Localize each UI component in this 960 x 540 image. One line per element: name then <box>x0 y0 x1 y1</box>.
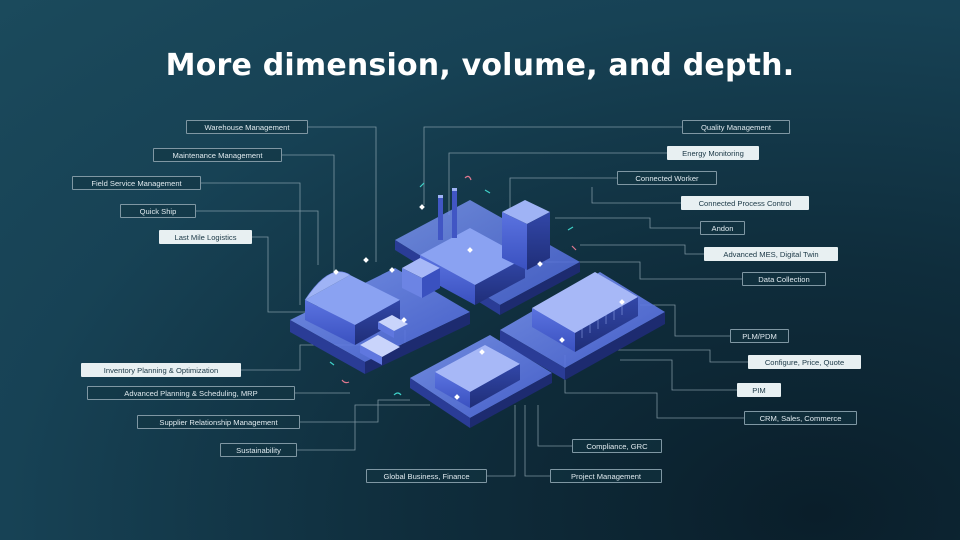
label-pim: PIM <box>737 383 781 397</box>
label-sustainability: Sustainability <box>220 443 297 457</box>
node-markers <box>333 204 625 400</box>
label-advanced-planning: Advanced Planning & Scheduling, MRP <box>87 386 295 400</box>
label-quick-ship: Quick Ship <box>120 204 196 218</box>
label-compliance: Compliance, GRC <box>572 439 662 453</box>
page-title: More dimension, volume, and depth. <box>165 48 795 83</box>
label-energy-monitoring: Energy Monitoring <box>667 146 759 160</box>
decorative-sparkles <box>329 175 577 396</box>
connector-lines <box>196 126 748 477</box>
label-global-business: Global Business, Finance <box>366 469 487 483</box>
buildings <box>304 188 638 408</box>
label-project-management: Project Management <box>550 469 662 483</box>
label-supplier-relationship: Supplier Relationship Management <box>137 415 300 429</box>
label-andon: Andon <box>700 221 745 235</box>
label-plm-pdm: PLM/PDM <box>730 329 789 343</box>
label-quality-management: Quality Management <box>682 120 790 134</box>
label-advanced-mes: Advanced MES, Digital Twin <box>704 247 838 261</box>
label-field-service-management: Field Service Management <box>72 176 201 190</box>
label-inventory-planning: Inventory Planning & Optimization <box>81 363 241 377</box>
label-connected-worker: Connected Worker <box>617 171 717 185</box>
label-connected-process-control: Connected Process Control <box>681 196 809 210</box>
label-data-collection: Data Collection <box>742 272 826 286</box>
label-configure-price-quote: Configure, Price, Quote <box>748 355 861 369</box>
label-crm-sales: CRM, Sales, Commerce <box>744 411 857 425</box>
label-warehouse-management: Warehouse Management <box>186 120 308 134</box>
label-maintenance-management: Maintenance Management <box>153 148 282 162</box>
label-last-mile-logistics: Last Mile Logistics <box>159 230 252 244</box>
